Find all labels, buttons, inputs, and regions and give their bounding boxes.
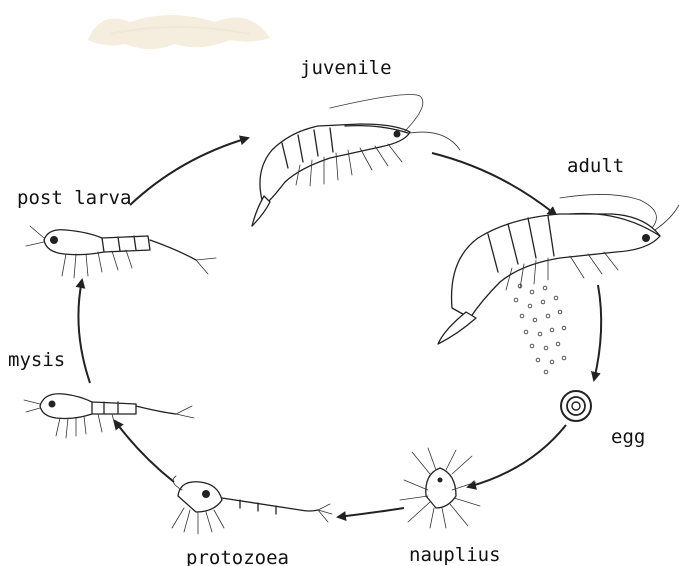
arrow-adult-to-egg [594,285,601,380]
label-mysis: mysis [8,349,65,371]
protozoea-illustration [172,476,332,534]
arrow-post-larva-to-juvenile [130,138,248,205]
mysis-illustration [24,394,194,438]
label-protozoea: protozoea [186,547,289,566]
juvenile-shrimp-illustration [252,95,460,227]
nauplius-illustration [400,448,480,528]
cycle-arrows [78,138,601,517]
label-post-larva: post larva [17,187,131,209]
label-nauplius: nauplius [409,544,501,566]
egg-illustration [561,391,591,421]
post-larva-illustration [26,226,216,278]
label-adult: adult [567,155,624,177]
adult-shrimp-illustration [438,194,679,344]
arrow-mysis-to-post-larva [78,280,90,383]
watermark-emblem [88,15,270,49]
arrow-egg-to-nauplius [468,425,566,487]
egg-cloud [514,284,566,374]
arrow-juvenile-to-adult [432,153,556,215]
label-egg: egg [611,426,645,448]
arrow-protozoea-to-mysis [115,421,174,482]
label-juvenile: juvenile [300,57,392,79]
arrow-nauplius-to-protozoea [338,508,404,517]
